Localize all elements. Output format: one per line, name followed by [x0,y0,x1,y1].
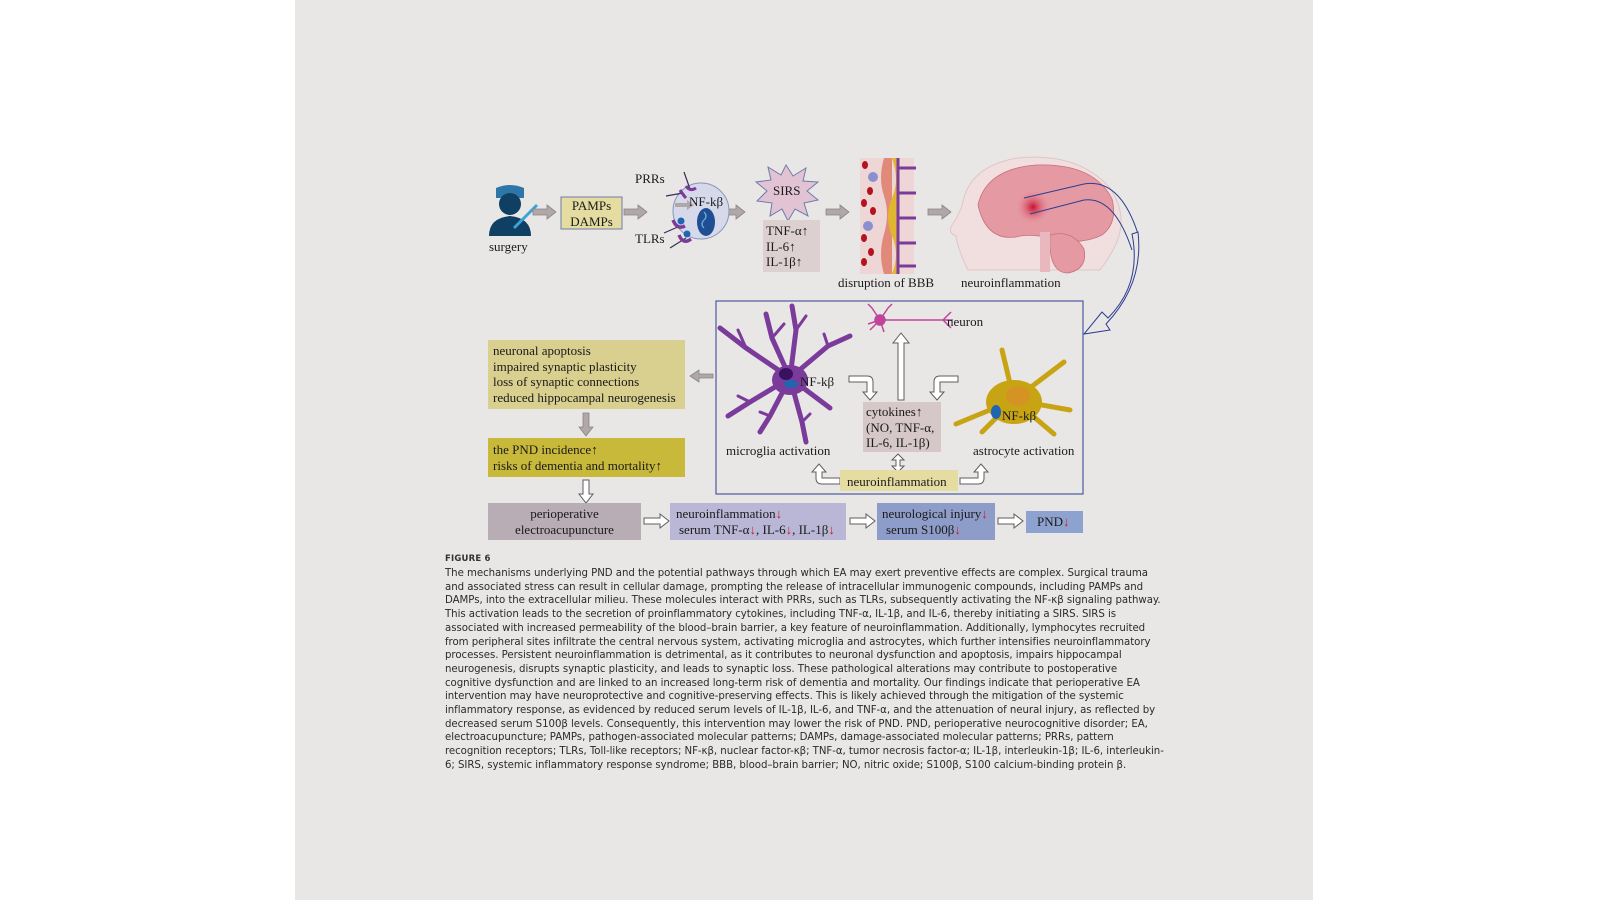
arrow-neuro-to-astrocyte [959,463,990,485]
panel-neuroinflammation-label: neuroinflammation [847,474,947,489]
pnd-label: PND [1037,514,1064,529]
arrow-cytokines-to-neuron [891,332,911,401]
cytokine-tnf: TNF-α↑ [766,223,809,238]
arrow-cytokines-neuroinflammation [890,453,906,473]
bbb-disruption-icon [860,158,916,274]
panel-hollow-arrows [810,332,990,485]
neuron-label: neuron [947,314,984,329]
risk-item: the PND incidence↑ [493,442,598,457]
panel-cytokines-text: cytokines↑ (NO, TNF-α, IL-6, IL-1β) [866,404,934,451]
arrow-ea-to-neuro [643,512,670,530]
microglia-activation-label: microglia activation [726,443,831,458]
pamps-damps-text: PAMPs DAMPs [561,198,622,229]
immune-cell-icon [663,171,730,249]
glia-panel-frame [715,300,1084,495]
tlrs-label: TLRs [635,231,665,246]
arrow-neuro-to-injury [849,512,876,530]
consequences-box [488,340,685,409]
serum-tnf: serum TNF-α [679,521,750,537]
microglia-nfkb-label: NF-kβ [800,374,835,389]
consequence-item: impaired synaptic plasticity [493,358,637,374]
astrocyte-activation-label: astrocyte activation [973,443,1075,458]
pnd-box [1026,511,1083,533]
risk-item: risks of dementia and mortality↑ [493,457,662,473]
neuroinflammation-reduced-box [670,503,846,540]
consequence-item: loss of synaptic connections [493,374,640,389]
risks-list: the PND incidence↑ risks of dementia and… [493,442,662,473]
ea-line: perioperative [530,506,599,521]
panel-neuroinflammation-box [840,470,958,491]
injury-title: neurological injury [882,506,982,521]
serum-il1b: , IL-1β [792,521,829,537]
figure-label: FIGURE 6 [445,554,491,564]
sirs-cytokines-box [763,220,820,272]
consequence-item: reduced hippocampal neurogenesis [493,389,676,405]
arrow-microglia-to-cytokines [848,375,879,401]
down-arrow-icon: ↓ [828,521,835,537]
cytokine-il6: IL-6↑ [766,238,796,254]
pamps-damps-box [560,196,623,230]
panel-cytokines-box [863,402,941,452]
consequences-list: neuronal apoptosis impaired synaptic pla… [493,343,676,405]
down-arrow-icon: ↓ [785,521,793,537]
arrow-consequences-to-risks [578,412,594,437]
pamps-label: PAMPs [571,198,612,213]
injury-text: neurological injury↓ serum S100β↓ [882,506,988,537]
arrow-injury-to-pnd [997,512,1024,530]
brain-neuroinflammation-label: neuroinflammation [961,275,1061,290]
cytokines-line: cytokines↑ [866,404,923,419]
bottom-hollow-arrows [643,512,1024,530]
down-arrow-icon: ↓ [749,521,756,537]
figure-caption: FIGURE 6 The mechanisms underlying PND a… [445,554,1165,773]
arrow-astrocyte-to-cytokines [928,375,959,401]
down-arrow-icon: ↓ [1063,514,1070,529]
down-arrow-icon: ↓ [981,506,988,521]
cytokines-line: (NO, TNF-α, [866,419,935,435]
brain-neuroinflammation-icon [950,156,1139,274]
caption-text: The mechanisms underlying PND and the po… [445,568,1164,771]
sirs-cytokine-list: TNF-α↑ IL-6↑ IL-1β↑ [766,223,808,270]
arrow-surgery-pamps [532,204,557,220]
cytokine-il1b: IL-1β↑ [766,254,803,269]
ea-text: perioperative electroacupuncture [488,506,641,537]
ea-line: electroacupuncture [515,521,614,537]
ea-box [488,503,641,540]
serum-il6: , IL-6 [755,521,786,537]
cytokines-line: IL-6, IL-1β) [866,435,930,450]
sirs-label: SIRS [773,183,801,198]
astrocyte-icon [953,347,1073,437]
neuro-title: neuroinflammation [676,506,776,521]
flow-arrows-top [532,204,952,220]
astrocyte-nfkb-label: NF-kβ [1002,408,1037,423]
surgeon-icon [489,185,539,236]
serum-s100b: serum S100β [886,521,955,537]
neurological-injury-box [877,503,995,540]
consequence-item: neuronal apoptosis [493,343,591,358]
arrow-panel-to-consequences [689,369,714,383]
microglia-icon [717,303,853,445]
arrow-risks-to-ea [577,479,595,504]
down-arrow-icon: ↓ [954,521,961,537]
down-arrow-icon: ↓ [775,506,783,521]
risks-box [488,438,685,477]
pnd-text: PND↓ [1037,514,1070,530]
page-background [295,0,1313,900]
arrow-pamps-cell [623,204,648,220]
surgery-label: surgery [489,239,528,254]
arrow-sirs-bbb [825,204,850,220]
arrow-bbb-brain [927,204,952,220]
prrs-label: PRRs [635,171,665,186]
neuro-reduced-text: neuroinflammation↓ serum TNF-α↓, IL-6↓, … [676,506,835,537]
arrow-neuro-to-microglia [810,463,841,485]
curved-arrow-brain-to-panel [1082,231,1140,335]
cell-nfkb-label: NF-kβ [689,194,724,209]
damps-label: DAMPs [570,213,613,229]
neuron-icon [867,303,953,333]
bbb-label: disruption of BBB [838,275,935,290]
